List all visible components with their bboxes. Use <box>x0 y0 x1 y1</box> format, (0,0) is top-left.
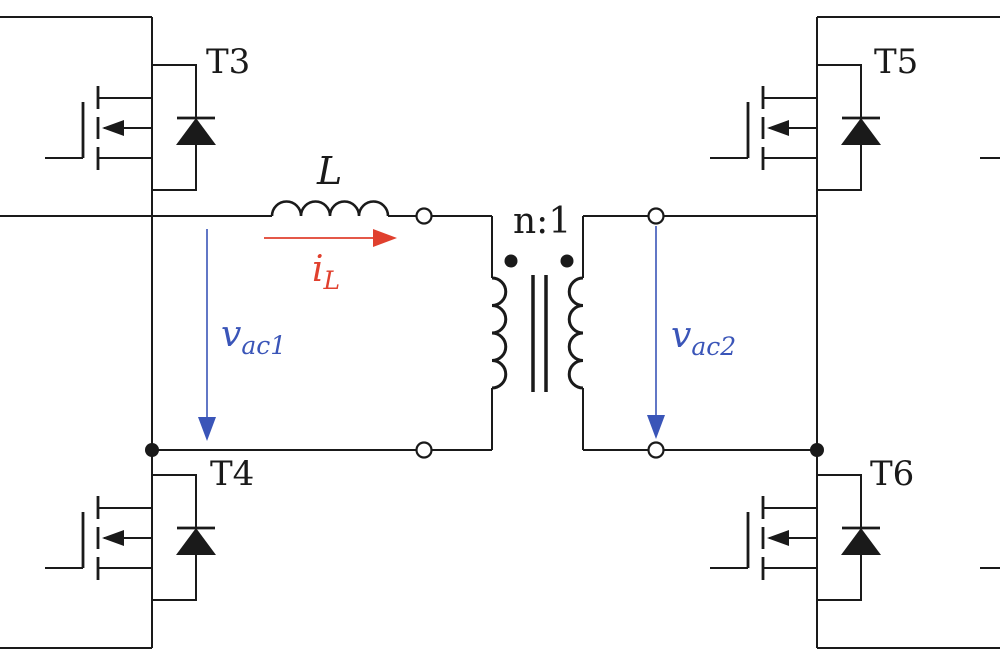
label-inductor: L <box>316 149 342 193</box>
current-arrowhead-icon <box>373 229 397 247</box>
label-t6: T6 <box>870 454 914 494</box>
label-turns-ratio: n:1 <box>513 201 571 242</box>
transistor-t6 <box>710 474 881 601</box>
label-vac2: vac2 <box>671 315 736 361</box>
mosfet-icon <box>45 86 152 170</box>
body-arrow-icon <box>767 530 789 546</box>
voltage-arrow-vac1 <box>198 229 216 441</box>
terminal-circle-primary-bottom <box>415 441 433 459</box>
secondary-winding-icon <box>567 276 584 390</box>
inductor-icon <box>270 200 390 217</box>
transistor-t3 <box>45 64 216 191</box>
right-bridge: T5 T6 <box>710 16 1000 649</box>
transformer-icon <box>491 216 584 450</box>
primary-winding-icon <box>491 276 508 390</box>
body-arrow-icon <box>102 120 124 136</box>
polarity-dot-primary <box>504 254 518 268</box>
mosfet-icon <box>710 496 817 580</box>
ac-link: L iL vac1 n:1 <box>0 149 817 459</box>
body-diode-icon <box>817 474 881 601</box>
label-t3: T3 <box>206 42 250 82</box>
polarity-dot-secondary <box>560 254 574 268</box>
diode-anode-triangle <box>841 528 881 555</box>
transistor-t5 <box>710 64 881 191</box>
mosfet-icon <box>45 496 152 580</box>
terminal-circle-secondary-bottom <box>647 441 665 459</box>
diode-anode-triangle <box>841 118 881 145</box>
voltage-arrowhead-icon <box>647 415 665 439</box>
mosfet-icon <box>710 86 817 170</box>
voltage-arrowhead-icon <box>198 417 216 441</box>
diode-anode-triangle <box>176 118 216 145</box>
body-arrow-icon <box>102 530 124 546</box>
body-diode-icon <box>152 474 216 601</box>
label-t4: T4 <box>210 454 254 494</box>
current-arrow-il <box>264 229 397 247</box>
voltage-arrow-vac2 <box>647 226 665 439</box>
transistor-t4 <box>45 474 216 601</box>
body-diode-icon <box>152 64 216 191</box>
label-t5: T5 <box>874 42 918 82</box>
body-diode-icon <box>817 64 881 191</box>
terminal-circle-secondary-top <box>647 207 665 225</box>
diode-anode-triangle <box>176 528 216 555</box>
body-arrow-icon <box>767 120 789 136</box>
label-current: iL <box>312 249 340 295</box>
terminal-circle-primary-top <box>415 207 433 225</box>
left-bridge: T3 T4 <box>0 16 254 649</box>
label-vac1: vac1 <box>221 314 286 360</box>
